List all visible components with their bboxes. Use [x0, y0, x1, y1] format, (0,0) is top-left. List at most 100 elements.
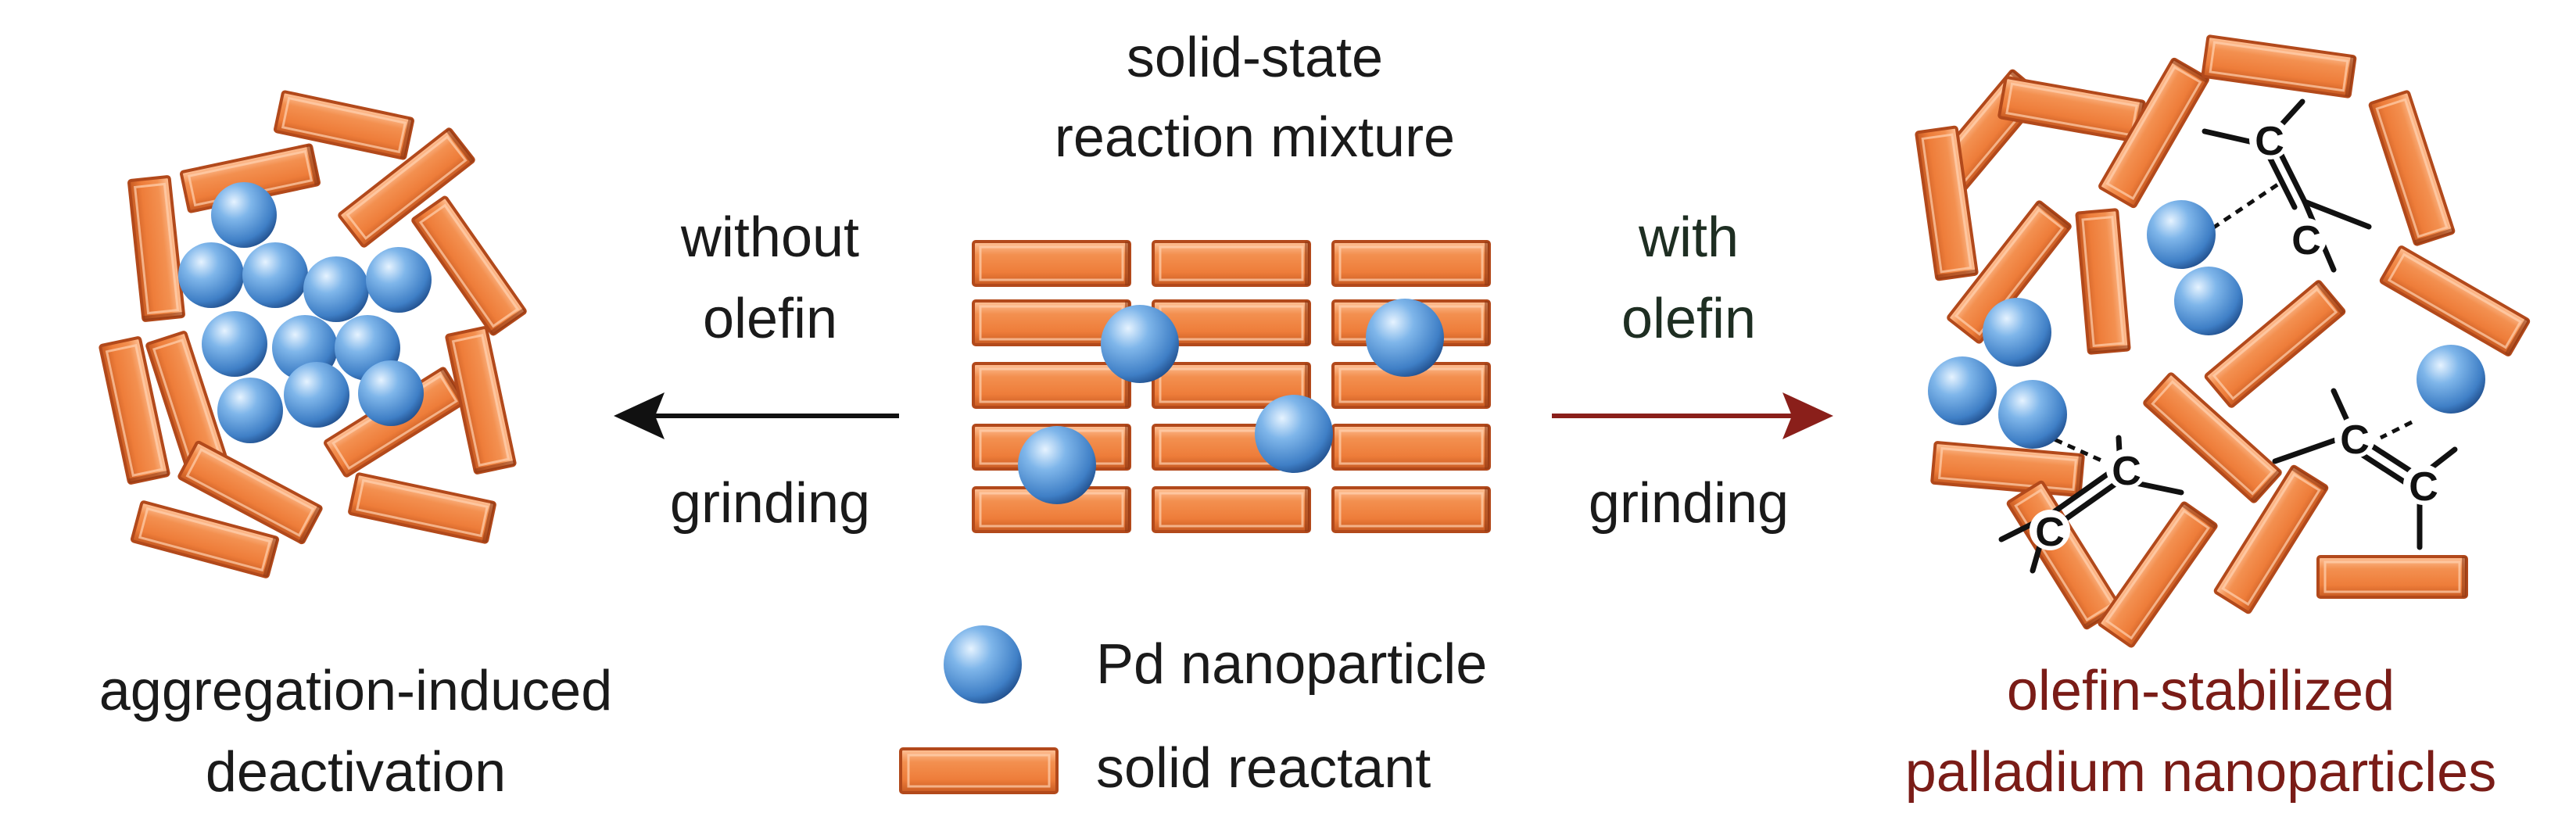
- solid-reactant-rod: [338, 127, 475, 248]
- center-title-line1: solid-state: [1127, 27, 1383, 89]
- solid-reactant-rod: [1331, 424, 1491, 471]
- pd-nanoparticle: [202, 311, 267, 377]
- right-result-line1: olefin-stabilized: [2007, 660, 2395, 722]
- solid-reactant-rod: [2143, 372, 2282, 503]
- solid-reactant-rod: [1152, 486, 1311, 533]
- solid-reactant-rod: [131, 500, 279, 578]
- legend-reactant-label: solid reactant: [1096, 737, 1431, 800]
- pd-nanoparticle: [1998, 380, 2067, 449]
- solid-reactant-rod: [99, 336, 170, 485]
- pd-nanoparticle: [303, 256, 369, 322]
- carbon-atom-backdrop: [2286, 218, 2327, 259]
- carbon-atom-label: C: [2035, 510, 2065, 555]
- carbon-atom-label: C: [2255, 119, 2284, 164]
- pd-olefin-interaction: [2211, 181, 2280, 231]
- left-arrow-grinding-label: grinding: [670, 472, 870, 535]
- solid-reactant-rod: [2213, 464, 2329, 614]
- solid-reactant-rod: [1930, 441, 2085, 497]
- pd-nanoparticle: [1255, 395, 1333, 473]
- pd-nanoparticle: [242, 242, 308, 308]
- left-result-line2: deactivation: [206, 741, 506, 804]
- solid-reactant-rod: [348, 472, 496, 544]
- right-arrow-label-line2: olefin: [1621, 288, 1756, 350]
- right-arrow-head: [1782, 392, 1833, 439]
- solid-reactant-rod: [411, 195, 527, 336]
- carbon-atom-backdrop: [2249, 119, 2290, 159]
- left-pd-particles: [178, 182, 432, 443]
- pd-olefin-interaction: [2379, 420, 2413, 440]
- solid-reactant-rod: [1997, 76, 2146, 143]
- pd-nanoparticle: [211, 182, 277, 248]
- pd-nanoparticle: [2417, 345, 2485, 414]
- solid-reactant-rod: [2379, 245, 2531, 356]
- right-result-line2: palladium nanoparticles: [1905, 741, 2496, 804]
- left-reactant-rods: [99, 90, 527, 578]
- solid-reactant-rod: [1152, 240, 1311, 287]
- legend-item-pd: Pd nanoparticle: [944, 625, 1487, 704]
- solid-reactant-rod: [1331, 486, 1491, 533]
- pd-nanoparticle: [2174, 267, 2243, 335]
- pd-nanoparticle: [2147, 200, 2216, 269]
- pd-nanoparticle: [1983, 298, 2051, 367]
- solid-reactant-rod: [1152, 362, 1311, 409]
- pd-nanoparticle: [358, 360, 424, 426]
- aggregated-particle-cluster: [99, 90, 527, 578]
- carbon-atom-backdrop: [2403, 464, 2444, 505]
- solid-reactant-rod: [972, 486, 1131, 533]
- left-arrow-label-line2: olefin: [703, 288, 837, 350]
- left-result-line1: aggregation-induced: [99, 660, 613, 722]
- pd-nanoparticle: [1101, 305, 1179, 383]
- carbon-atom-label: C: [2112, 449, 2141, 494]
- carbon-atom-label: C: [2291, 218, 2321, 263]
- solid-reactant-icon: [899, 747, 1059, 794]
- solid-reactant-rod: [972, 362, 1131, 409]
- left-arrow-label-line1: without: [680, 206, 859, 269]
- left-arrow-head: [614, 392, 665, 439]
- solid-reactant-rod: [1331, 240, 1491, 287]
- solid-reactant-rod: [2204, 280, 2346, 408]
- solid-reactant-rod: [2098, 501, 2218, 648]
- olefin-bond: [2302, 199, 2372, 230]
- legend-pd-label: Pd nanoparticle: [1096, 633, 1487, 696]
- pd-nanoparticle-icon: [944, 625, 1022, 704]
- solid-reactant-rod: [127, 175, 185, 322]
- carbon-atom-backdrop: [2030, 510, 2070, 550]
- legend-item-reactant: solid reactant: [899, 737, 1431, 800]
- carbon-atom-label: C: [2409, 464, 2438, 510]
- pd-nanoparticle: [1928, 356, 1997, 425]
- olefin-bond: [2045, 466, 2118, 519]
- solid-reactant-rod: [1947, 200, 2072, 344]
- solid-reactant-rod: [445, 326, 517, 475]
- left-arrow-group: without olefin grinding: [614, 206, 899, 535]
- center-title-line2: reaction mixture: [1055, 106, 1455, 169]
- carbon-atom-backdrop: [2334, 417, 2375, 458]
- right-pd-particles: [1928, 200, 2485, 449]
- pd-nanoparticle: [366, 247, 432, 313]
- carbon-atom-label: C: [2340, 417, 2370, 463]
- pd-olefin-interaction: [2040, 432, 2105, 464]
- pd-nanoparticle: [217, 378, 283, 443]
- solid-reactant-rod: [2201, 34, 2357, 98]
- center-pd-particles: [1018, 299, 1444, 504]
- olefin-bond-network: [1998, 98, 2458, 574]
- legend: Pd nanoparticle solid reactant: [899, 625, 1487, 800]
- solid-reactant-rod: [2098, 57, 2209, 209]
- pd-nanoparticle: [178, 242, 244, 308]
- pd-nanoparticle: [284, 362, 349, 428]
- right-arrow-group: with olefin grinding: [1552, 206, 1833, 535]
- solid-reactant-rod: [972, 240, 1131, 287]
- solid-reactant-rod: [177, 440, 323, 545]
- solid-reactant-rod: [2316, 555, 2468, 599]
- carbon-atom-backdrop: [2106, 449, 2147, 489]
- solid-reactant-rod: [2368, 90, 2456, 246]
- reaction-mixture-grid: [972, 240, 1491, 533]
- pd-nanoparticle: [1366, 299, 1444, 377]
- right-arrow-grinding-label: grinding: [1589, 472, 1789, 535]
- solid-reactant-rod: [1915, 125, 1979, 281]
- right-arrow-label-line1: with: [1638, 206, 1739, 269]
- solid-reactant-rod: [1331, 362, 1491, 409]
- solid-reactant-rod: [2075, 208, 2131, 355]
